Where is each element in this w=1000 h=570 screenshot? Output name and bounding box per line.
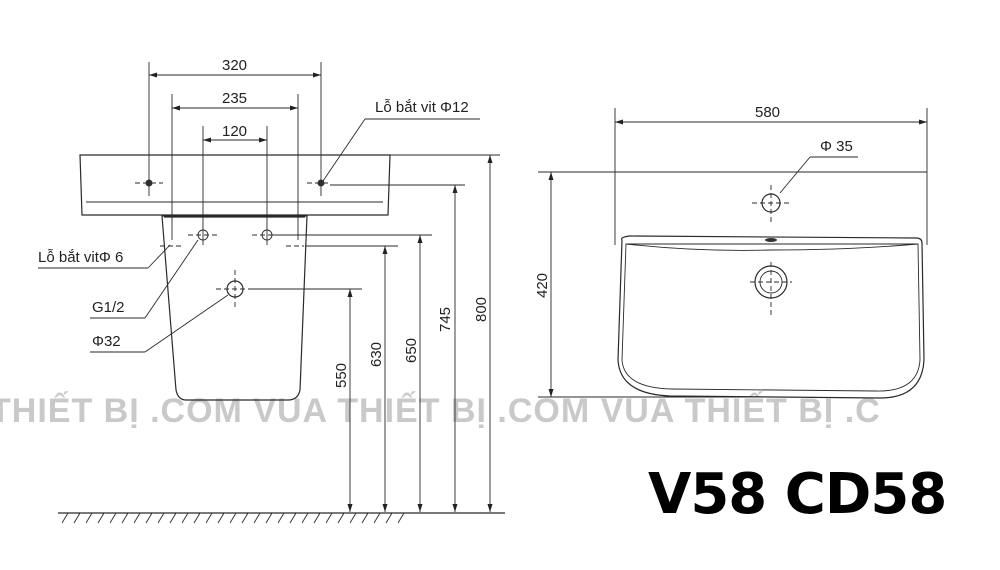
dim-630: 630: [368, 342, 385, 367]
dim-580: 580: [755, 104, 780, 121]
model-title: V58 CD58: [648, 462, 947, 527]
label-g12: G1/2: [92, 299, 125, 316]
top-view: 580 420 Φ 35: [534, 104, 928, 399]
dim-235: 235: [222, 90, 247, 107]
label-tap-hole: Φ 35: [820, 138, 853, 155]
dim-420: 420: [534, 273, 551, 298]
dim-320: 320: [222, 57, 247, 74]
side-view: 320 235 120 800 745 650: [38, 57, 505, 524]
label-mount-hole-6: Lỗ bắt vitΦ 6: [38, 249, 123, 266]
watermark: THIẾT BỊ .COM VUA THIẾT BỊ .COM VUA THIẾ…: [0, 392, 881, 430]
dim-800: 800: [473, 297, 490, 322]
label-phi32: Φ32: [92, 333, 121, 350]
dim-745: 745: [437, 307, 454, 332]
dim-550: 550: [333, 363, 350, 388]
label-mount-hole-12: Lỗ bắt vit Φ12: [375, 99, 469, 116]
dim-120: 120: [222, 123, 247, 140]
dim-650: 650: [403, 338, 420, 363]
